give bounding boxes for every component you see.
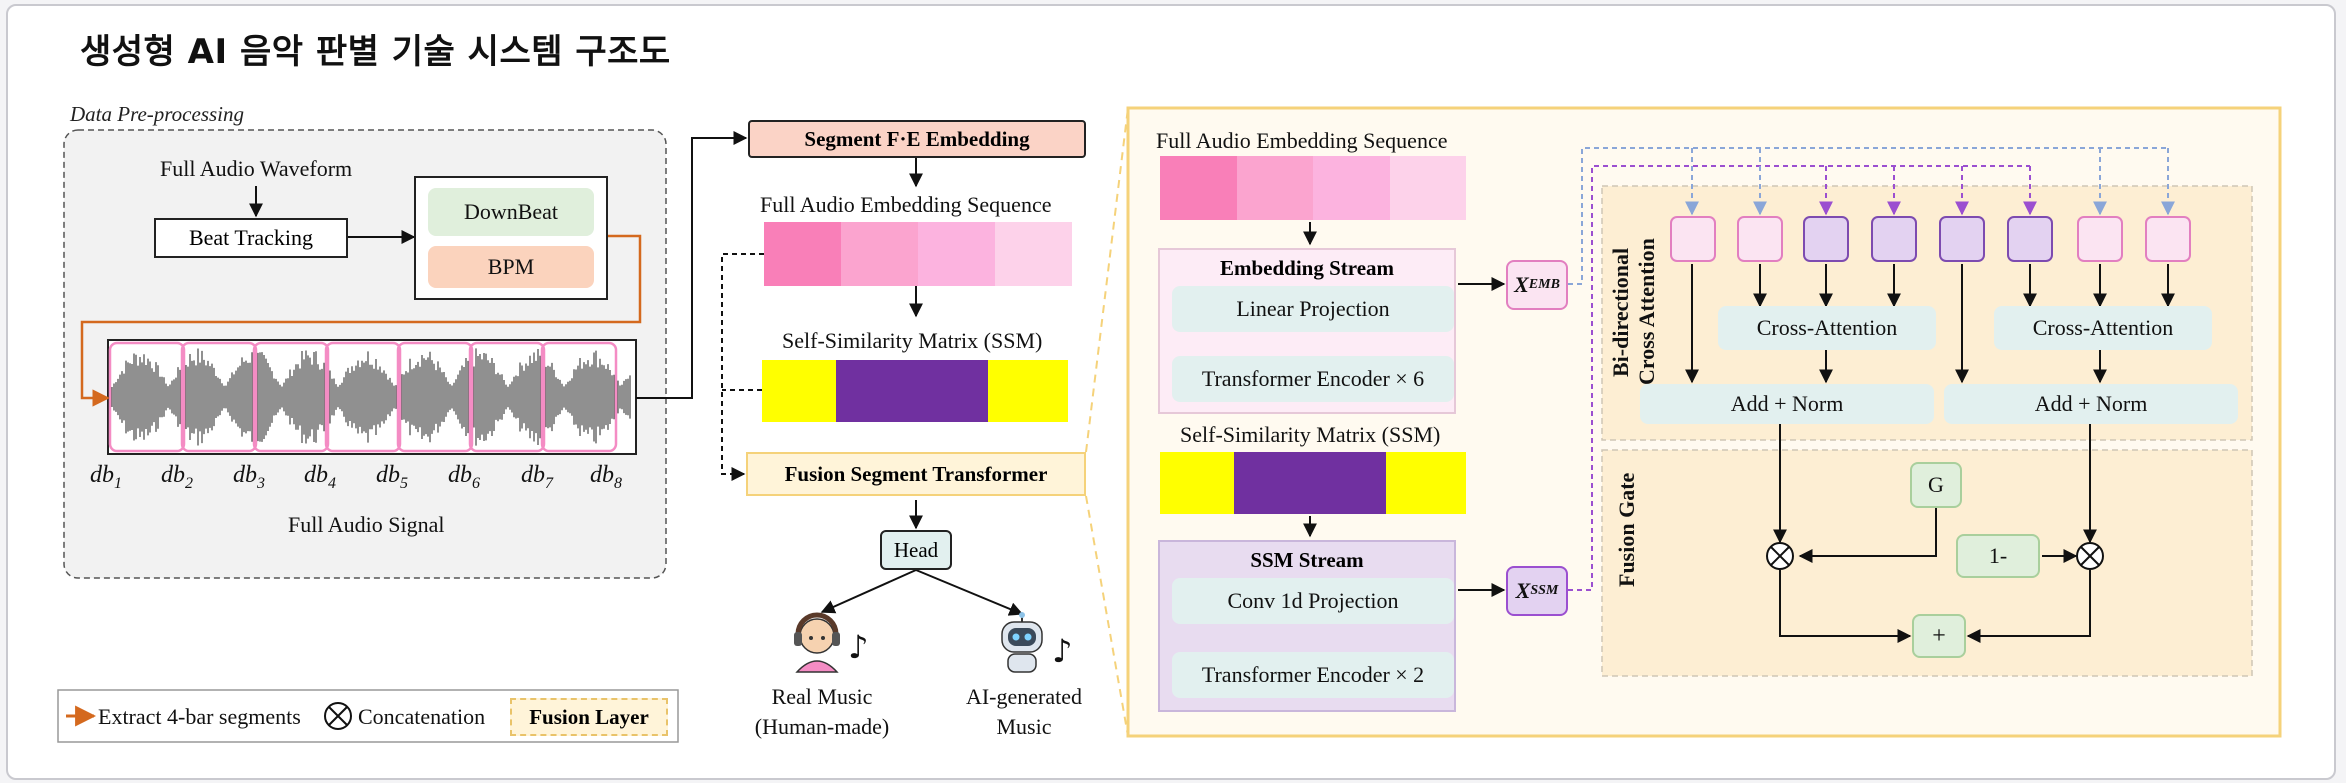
ssm-label-mid: Self-Similarity Matrix (SSM) [782,328,1043,353]
gate-g-box: G [1910,462,1962,508]
real-music-label-2: (Human-made) [754,714,890,739]
signal-label: Full Audio Signal [288,512,445,537]
ssm-stream-title: SSM Stream [1250,548,1364,572]
real-music-label-1: Real Music [771,684,873,709]
embedding-seq-label-fusion: Full Audio Embedding Sequence [1156,128,1448,153]
legend-extract: Extract 4-bar segments [98,704,301,729]
bar-label-4: db4 [304,462,336,492]
fusion-gate-title: Fusion Gate [1614,472,1639,588]
emb-token-square-4 [2145,216,2191,262]
add-norm-left-box: Add + Norm [1640,384,1934,424]
fusion-segment-transformer-box: Fusion Segment Transformer [746,452,1086,496]
ai-music-label-1: AI-generated [965,684,1083,709]
bar-label-5: db5 [376,462,408,492]
concatenation-legend-icon [324,702,352,730]
gate-plus-box: + [1912,614,1966,658]
beat-tracking-box: Beat Tracking [154,218,348,258]
emb-token-square-2 [1737,216,1783,262]
emb-token-square-1 [1670,216,1716,262]
legend-fusion-layer: Fusion Layer [510,698,668,736]
ssm-strip-mid [762,360,1068,422]
human-musician-icon [788,612,846,674]
ssm-token-square-2 [1871,216,1917,262]
bpm-box: BPM [428,246,594,288]
head-box: Head [880,530,952,570]
cross-attention-right-box: Cross-Attention [1994,306,2212,350]
legend-concat: Concatenation [358,704,486,729]
preprocessing-label: Data Pre-processing [70,102,244,126]
embedding-strip-mid [764,222,1072,286]
embedding-seq-label-mid: Full Audio Embedding Sequence [760,192,1052,217]
bar-label-1: db1 [90,462,122,492]
svg-text:♪: ♪ [1052,632,1072,670]
bar-label-3: db3 [233,462,265,492]
ssm-token-square-3 [1939,216,1985,262]
diagram-title: 생성형 AI 음악 판별 기술 시스템 구조도 [80,32,671,72]
embedding-strip-fusion [1160,156,1466,220]
multiply-right-icon [2076,542,2104,570]
ssm-strip-fusion [1160,452,1466,514]
bar-labels: db1 db2 db3 db4 db5 db6 db7 db8 [90,462,650,492]
bar-label-7: db7 [521,462,553,492]
transformer-encoder-2-box: Transformer Encoder × 2 [1172,652,1454,698]
linear-projection-box: Linear Projection [1172,286,1454,332]
segment-embedding-box: Segment F·E Embedding [748,120,1086,158]
emb-token-square-3 [2077,216,2123,262]
embedding-stream-title: Embedding Stream [1219,256,1395,280]
bar-label-8: db8 [590,462,622,492]
gate-one-minus-box: 1- [1956,534,2040,578]
conv1d-projection-box: Conv 1d Projection [1172,578,1454,624]
ai-music-label-2: Music [996,714,1052,739]
multiply-left-icon [1766,542,1794,570]
bar-label-2: db2 [161,462,193,492]
ssm-token-square-1 [1803,216,1849,262]
add-norm-right-box: Add + Norm [1944,384,2238,424]
transformer-encoder-6-box: Transformer Encoder × 6 [1172,356,1454,402]
svg-text:♪: ♪ [848,628,868,666]
downbeat-box: DownBeat [428,188,594,236]
ai-robot-icon [994,612,1050,674]
cross-attention-left-box: Cross-Attention [1718,306,1936,350]
ssm-label-fusion: Self-Similarity Matrix (SSM) [1180,422,1441,447]
bar-label-6: db6 [448,462,480,492]
waveform-label: Full Audio Waveform [160,156,353,181]
ssm-token-square-4 [2007,216,2053,262]
